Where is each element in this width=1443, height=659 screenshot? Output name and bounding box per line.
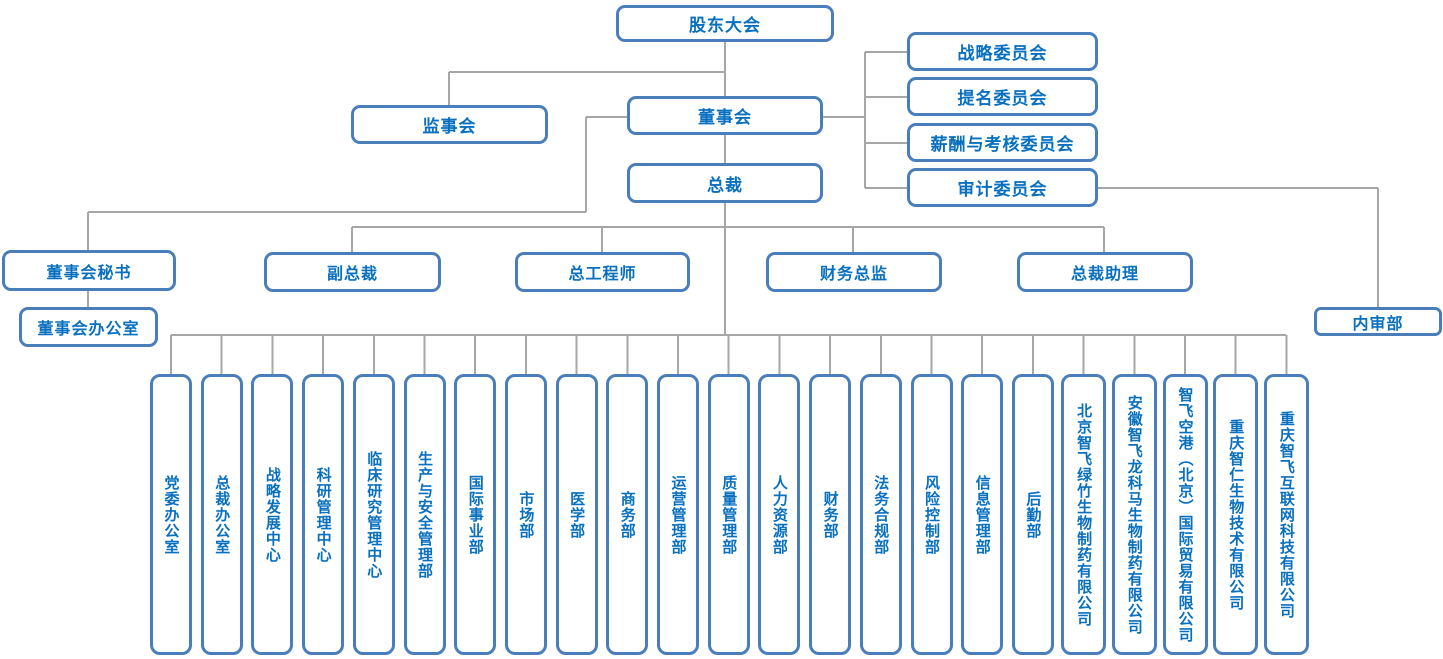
node-department: 后勤部	[1011, 374, 1054, 655]
node-department: 生产与安全管理部	[403, 374, 446, 655]
node-department: 医学部	[555, 374, 598, 655]
node-department: 风险控制部	[910, 374, 953, 655]
node-subsidiary: 北京智飞绿竹生物制药有限公司	[1061, 374, 1107, 655]
node-department: 法务合规部	[859, 374, 902, 655]
node-board-office: 董事会办公室	[19, 307, 158, 347]
node-committee: 薪酬与考核委员会	[907, 123, 1098, 162]
node-department: 科研管理中心	[302, 374, 345, 655]
node-subsidiary: 重庆智飞互联网科技有限公司	[1263, 374, 1309, 655]
node-shareholders-meeting: 股东大会	[616, 5, 834, 42]
node-department: 市场部	[504, 374, 547, 655]
node-department: 人力资源部	[758, 374, 801, 655]
node-chief-engineer: 总工程师	[515, 252, 690, 292]
node-department: 总裁办公室	[200, 374, 243, 655]
node-committee: 审计委员会	[907, 168, 1098, 207]
node-department: 临床研究管理中心	[352, 374, 395, 655]
node-supervisory-board: 监事会	[351, 105, 548, 144]
node-department: 商务部	[606, 374, 649, 655]
node-department: 党委办公室	[150, 374, 192, 655]
node-committee: 提名委员会	[907, 77, 1098, 116]
node-department: 国际事业部	[454, 374, 497, 655]
node-vice-president: 副总裁	[264, 252, 441, 292]
node-board-of-directors: 董事会	[627, 96, 823, 135]
node-subsidiary: 智飞空港（北京）国际贸易有限公司	[1162, 374, 1208, 655]
node-cfo: 财务总监	[766, 252, 942, 292]
node-board-secretary: 董事会秘书	[2, 250, 176, 291]
node-subsidiary: 重庆智仁生物技术有限公司	[1213, 374, 1259, 655]
node-subsidiary: 安徽智飞龙科马生物制药有限公司	[1111, 374, 1157, 655]
node-internal-audit: 内审部	[1314, 307, 1442, 336]
node-department: 信息管理部	[961, 374, 1004, 655]
node-department: 质量管理部	[707, 374, 750, 655]
node-department: 战略发展中心	[251, 374, 294, 655]
node-committee: 战略委员会	[907, 32, 1098, 71]
node-department: 运营管理部	[657, 374, 699, 655]
node-president: 总裁	[627, 163, 823, 203]
node-president-assistant: 总裁助理	[1017, 252, 1193, 292]
node-department: 财务部	[809, 374, 852, 655]
